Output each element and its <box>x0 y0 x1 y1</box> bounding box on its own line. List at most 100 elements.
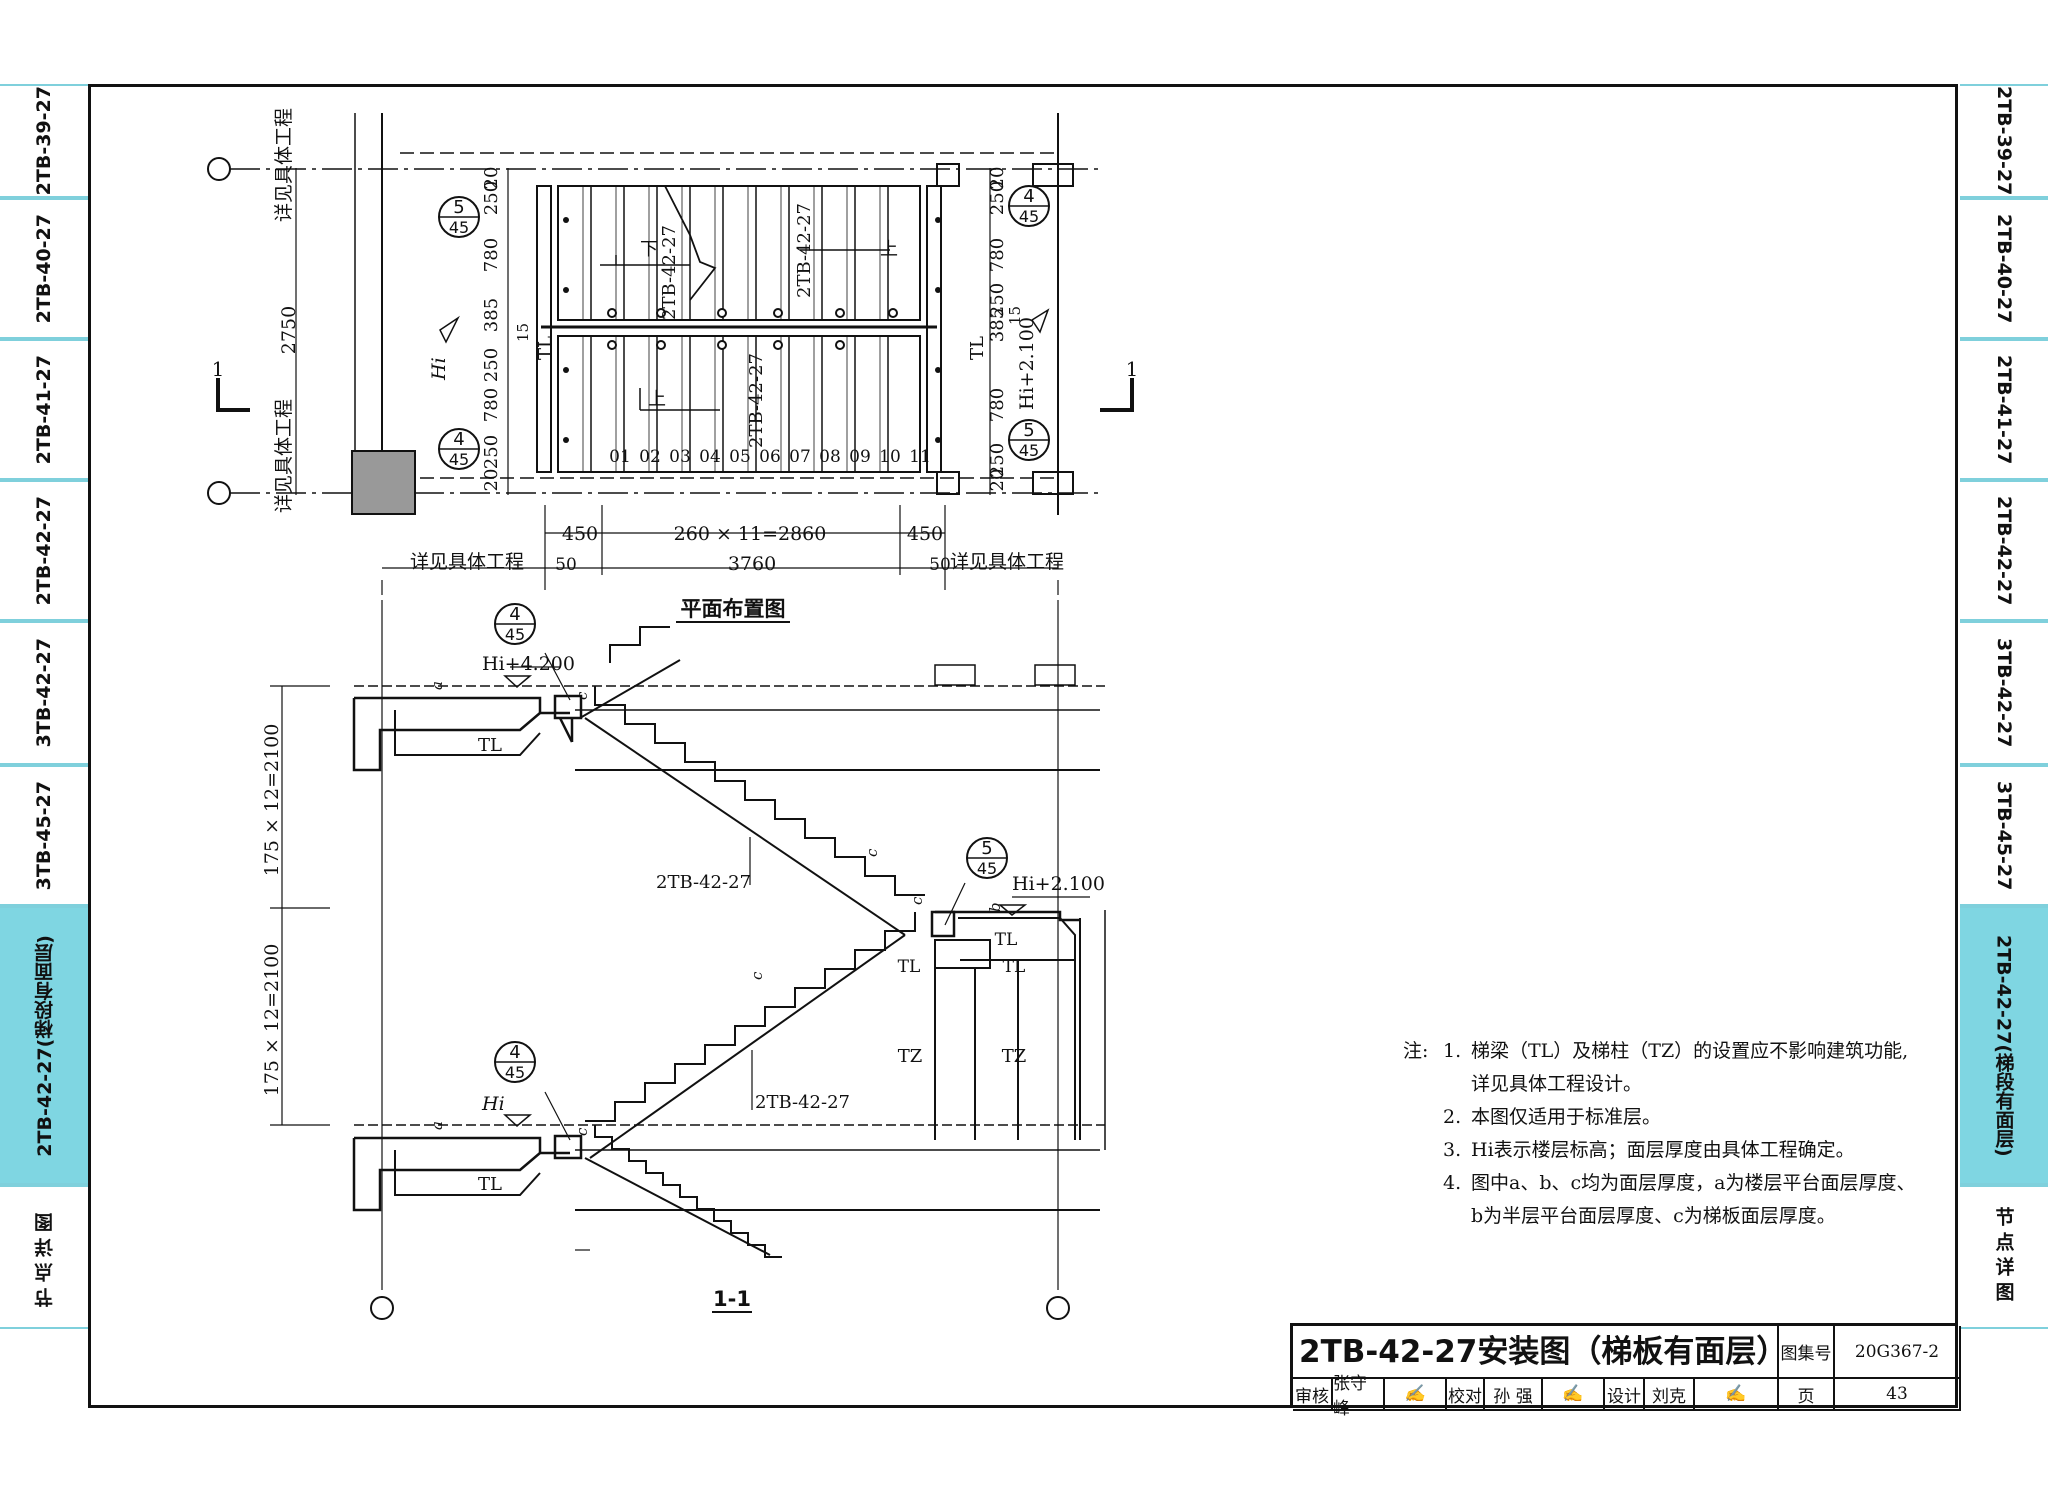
review-label: 审核 <box>1293 1379 1333 1411</box>
plan-step-number: 03 <box>669 447 691 467</box>
right-tab-5[interactable]: 3TB-42-27 <box>1960 621 2048 765</box>
left-tab-7[interactable]: 2TB-42-27(梯段有面层) <box>0 906 88 1185</box>
plan-elev-hi: Hi <box>428 357 450 381</box>
plan-dim-right: 20 <box>987 167 1008 190</box>
plan-see-project-bottom-left: 详见具体工程 <box>410 551 524 573</box>
plan-dim-left: 20 <box>481 469 502 492</box>
plan-pin <box>935 437 941 443</box>
plan-see-project-left-top: 详见具体工程 <box>273 108 295 222</box>
drawing-title: 2TB-42-27安装图（梯板有面层） <box>1293 1326 1787 1379</box>
plan-dim-left: 780 <box>481 238 502 272</box>
plan-see-project-left-bottom: 详见具体工程 <box>273 399 295 513</box>
section-c-1: c <box>573 691 591 700</box>
right-tab-3[interactable]: 2TB-41-27 <box>1960 339 2048 480</box>
drawing-frame <box>88 84 1958 1408</box>
plan-tl-right: TL <box>967 336 988 360</box>
left-tab-2[interactable]: 2TB-40-27 <box>0 198 88 339</box>
callout-sheet: 45 <box>1019 207 1039 226</box>
section-elev-mid: Hi+2.100 <box>1012 873 1105 895</box>
left-tab-1[interactable]: 2TB-39-27 <box>0 84 88 198</box>
designer-name: 刘克 <box>1645 1379 1695 1411</box>
section-c-5: c <box>748 971 766 980</box>
callout-sheet: 45 <box>449 450 469 469</box>
section-callout-top <box>494 603 536 645</box>
section-c-4: c <box>908 896 926 905</box>
plan-hole <box>717 340 727 350</box>
tab-label: 2TB-42-27 <box>1993 495 2015 606</box>
plan-callout-bottom-left <box>438 428 480 470</box>
plan-dim-total: 3760 <box>728 553 776 575</box>
checker-signature: ✍ <box>1543 1379 1605 1411</box>
plan-pin <box>935 367 941 373</box>
right-tab-7[interactable]: 2TB-42-27(梯段有面层) <box>1960 906 2048 1185</box>
plan-step-number: 11 <box>909 447 931 467</box>
plan-dim-right: 780 <box>987 388 1008 422</box>
tab-label: 2TB-39-27 <box>1993 86 2015 196</box>
right-tab-8[interactable]: 节点详图 <box>1960 1185 2048 1329</box>
plan-dim-right: 250 <box>987 181 1008 215</box>
note-line: 4.图中a、b、c均为面层厚度，a为楼层平台面层厚度、 <box>1443 1172 1916 1194</box>
plan-hole <box>835 308 845 318</box>
note-line: 注:1.梯梁（TL）及梯柱（TZ）的设置应不影响建筑功能, <box>1403 1040 1909 1062</box>
plan-see-project-bottom-right: 详见具体工程 <box>950 551 1064 573</box>
section-tz-right: TZ <box>1002 1046 1027 1067</box>
plan-elev-mid: Hi+2.100 <box>1016 317 1038 410</box>
left-tab-4[interactable]: 2TB-42-27 <box>0 480 88 621</box>
right-tab-2[interactable]: 2TB-40-27 <box>1960 198 2048 339</box>
section-a-top: a <box>428 681 446 690</box>
plan-hole <box>607 340 617 350</box>
plan-hole <box>835 340 845 350</box>
page-label: 页 <box>1779 1379 1835 1411</box>
plan-dim-edge-right: 50 <box>929 555 951 575</box>
left-tab-5[interactable]: 3TB-42-27 <box>0 621 88 765</box>
notes-block: 注:1.梯梁（TL）及梯柱（TZ）的设置应不影响建筑功能,详见具体工程设计。2.… <box>1403 1035 1915 1233</box>
plan-dim-landing-left: 450 <box>562 523 598 545</box>
plan-dim-step-run: 260 × 11=2860 <box>674 523 827 545</box>
upper-flight-ascend-steps <box>609 626 670 663</box>
plan-step-number: 02 <box>639 447 661 467</box>
section-callout-bottom <box>494 1041 536 1083</box>
plan-tl-left: TL <box>535 336 556 360</box>
plan-pin <box>563 437 569 443</box>
plan-dim-landing-right: 450 <box>907 523 943 545</box>
section-tl-bottom: TL <box>478 1174 502 1195</box>
plan-step-number: 06 <box>759 447 781 467</box>
callout-number: 4 <box>1023 186 1034 207</box>
plan-pin <box>563 287 569 293</box>
tab-label: 节点详图 <box>1992 1207 2015 1307</box>
callout-number: 4 <box>509 604 520 625</box>
right-tab-6[interactable]: 3TB-45-27 <box>1960 765 2048 906</box>
right-tab-1[interactable]: 2TB-39-27 <box>1960 84 2048 198</box>
callout-sheet: 45 <box>977 859 997 878</box>
plan-dim-right: 385 <box>987 308 1008 342</box>
plan-dim-left: 250 <box>481 181 502 215</box>
callout-sheet: 45 <box>505 1063 525 1082</box>
plan-hole <box>773 340 783 350</box>
plan-hole <box>607 308 617 318</box>
plan-section-mark-right: 1 <box>1126 357 1139 381</box>
plan-dir-up-2: 上 <box>648 389 666 410</box>
left-tab-3[interactable]: 2TB-41-27 <box>0 339 88 480</box>
callout-number: 5 <box>453 197 464 218</box>
reviewer-signature: ✍ <box>1385 1379 1447 1411</box>
plan-step-number: 01 <box>609 447 631 467</box>
left-tab-6[interactable]: 3TB-45-27 <box>0 765 88 906</box>
plan-pin <box>935 287 941 293</box>
plan-pin <box>563 217 569 223</box>
plan-callout-top-left <box>438 196 480 238</box>
left-tab-8[interactable]: 节点详图 <box>0 1185 88 1329</box>
plan-dim-right: 250 <box>987 283 1008 317</box>
section-tz-left: TZ <box>898 1046 923 1067</box>
section-title: 1-1 <box>713 1287 751 1311</box>
callout-sheet: 45 <box>449 218 469 237</box>
plan-dim-right: 20 <box>987 469 1008 492</box>
plan-flight-label-3: 2TB-42-27 <box>746 353 767 448</box>
section-callout-mid <box>966 837 1008 879</box>
section-b: b <box>986 902 1004 912</box>
note-line: 3.Hi表示楼层标高；面层厚度由具体工程确定。 <box>1443 1139 1855 1161</box>
plan-callout-top-right <box>1008 185 1050 227</box>
tab-label: 3TB-42-27 <box>1993 638 2015 748</box>
check-label: 校对 <box>1447 1379 1485 1411</box>
right-tab-4[interactable]: 2TB-42-27 <box>1960 480 2048 621</box>
page-number: 43 <box>1835 1379 1961 1411</box>
